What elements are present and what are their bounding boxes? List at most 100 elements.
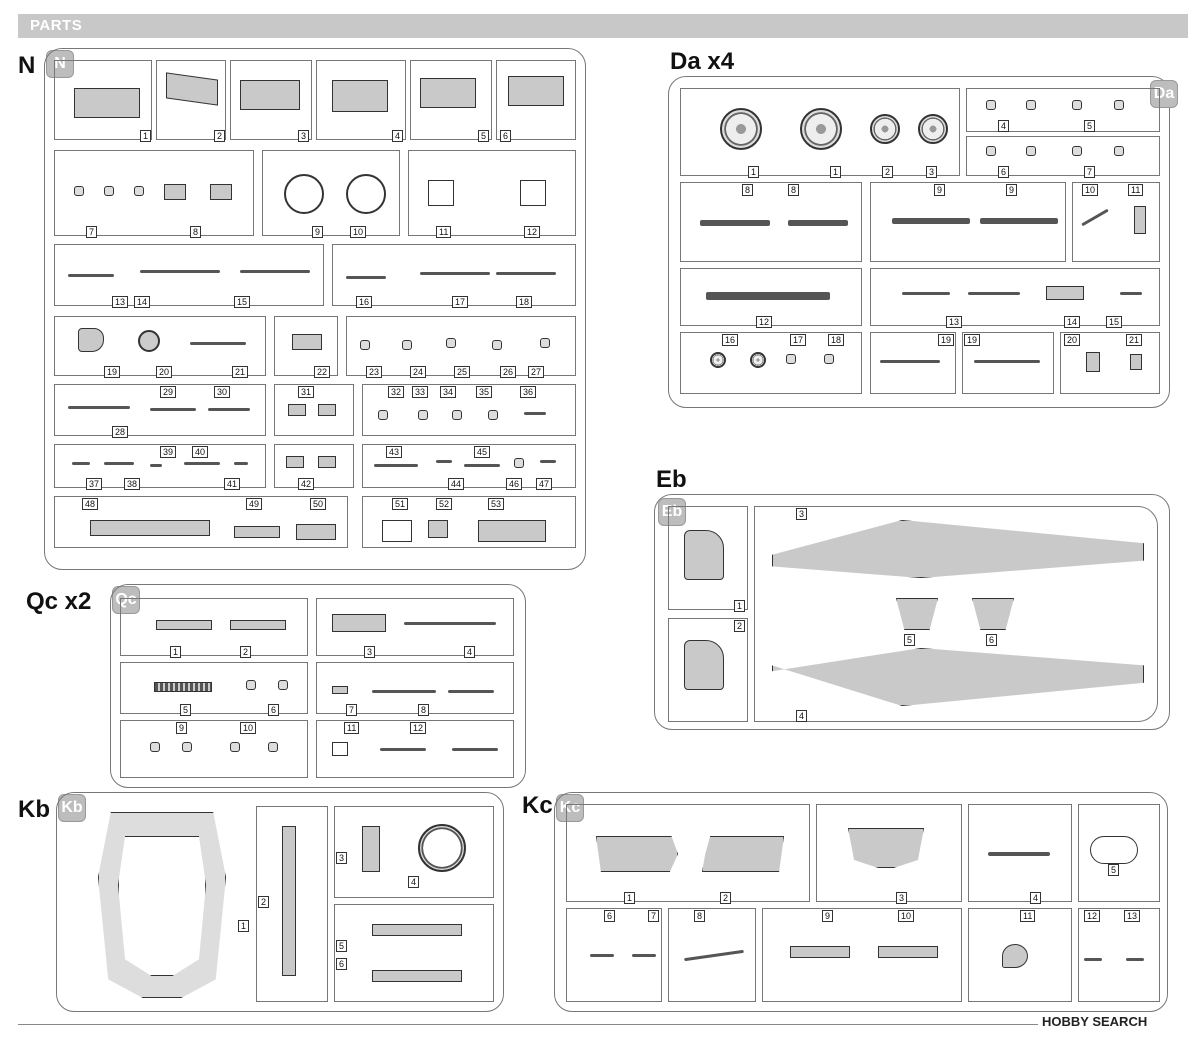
footer-divider xyxy=(18,1024,1038,1025)
sprue-kc-frame xyxy=(554,792,1168,1012)
sprue-n-part xyxy=(402,340,412,350)
sprue-n-cell xyxy=(230,60,312,140)
sprue-kc-cell xyxy=(968,804,1072,902)
part-number: 15 xyxy=(234,296,251,308)
part-number: 33 xyxy=(412,386,429,398)
part-number: 50 xyxy=(310,498,327,510)
part-number: 10 xyxy=(350,226,367,238)
part-number: 16 xyxy=(356,296,373,308)
part-number: 45 xyxy=(474,446,491,458)
part-number: 23 xyxy=(366,366,383,378)
part-number: 11 xyxy=(1128,184,1144,196)
sprue-n-part xyxy=(446,338,456,348)
sprue-n-part xyxy=(284,174,324,214)
sprue-da-part xyxy=(870,114,900,144)
sprue-kb-part xyxy=(372,924,462,936)
sprue-kc-cell xyxy=(762,908,962,1002)
part-number: 29 xyxy=(160,386,177,398)
sprue-qc-part xyxy=(278,680,288,690)
part-number: 2 xyxy=(240,646,252,658)
sprue-da-part xyxy=(1086,352,1100,372)
sprue-n-part xyxy=(104,186,114,196)
sprue-n-part xyxy=(150,464,162,467)
part-number: 4 xyxy=(796,710,808,722)
sprue-da-part xyxy=(720,108,762,150)
part-number: 20 xyxy=(156,366,173,378)
sprue-qc-cell xyxy=(316,662,514,714)
sprue-da-part xyxy=(1130,354,1142,370)
sprue-kc-part xyxy=(596,836,678,872)
sprue-da-part xyxy=(824,354,834,364)
sprue-qc-part xyxy=(150,742,160,752)
part-number: 38 xyxy=(124,478,141,490)
sprue-kc-cell xyxy=(968,908,1072,1002)
part-number: 39 xyxy=(160,446,177,458)
part-number: 35 xyxy=(476,386,493,398)
sprue-n-part xyxy=(90,520,210,536)
sprue-kb-part xyxy=(362,826,380,872)
part-number: 1 xyxy=(624,892,636,904)
part-number: 16 xyxy=(722,334,739,346)
sprue-qc-part xyxy=(448,690,494,693)
sprue-kc-part xyxy=(1126,958,1144,961)
sprue-qc-part xyxy=(332,742,348,756)
sprue-kc-part xyxy=(590,954,614,957)
sprue-eb-badge: Eb xyxy=(658,498,686,526)
sprue-qc-cell xyxy=(120,662,308,714)
sprue-da-part xyxy=(892,218,970,224)
sprue-n-cell xyxy=(54,60,152,140)
sprue-eb-cell xyxy=(668,506,748,610)
sprue-n-part xyxy=(210,184,232,200)
part-number: 48 xyxy=(82,498,99,510)
part-number: 1 xyxy=(170,646,182,658)
sprue-n-part xyxy=(72,462,90,465)
sprue-kc-cell xyxy=(1078,804,1160,902)
sprue-da-part xyxy=(750,352,766,368)
sprue-da-cell xyxy=(870,332,956,394)
sprue-da-part xyxy=(1120,292,1142,295)
sprue-n-part xyxy=(420,272,490,275)
sprue-eb-cell xyxy=(754,506,1158,722)
part-number: 11 xyxy=(344,722,360,734)
sprue-n-part xyxy=(150,408,196,411)
part-number: 8 xyxy=(694,910,706,922)
sprue-n-cell xyxy=(54,496,348,548)
part-number: 6 xyxy=(336,958,348,970)
sprue-n-part xyxy=(540,338,550,348)
sprue-n-part xyxy=(374,464,418,467)
part-number: 2 xyxy=(882,166,894,178)
part-number: 13 xyxy=(1124,910,1141,922)
part-number: 8 xyxy=(190,226,202,238)
sprue-n-part xyxy=(428,520,448,538)
page-title: PARTS xyxy=(30,17,83,34)
sprue-da-part xyxy=(902,292,950,295)
sprue-n-part xyxy=(378,410,388,420)
sprue-da-cell xyxy=(680,182,862,262)
part-number: 22 xyxy=(314,366,331,378)
part-number: 3 xyxy=(364,646,376,658)
sprue-da-part xyxy=(968,292,1020,295)
sprue-n-part xyxy=(78,328,104,352)
sprue-qc-part xyxy=(246,680,256,690)
part-number: 5 xyxy=(1108,864,1120,876)
part-number: 1 xyxy=(830,166,842,178)
sprue-n-cell xyxy=(362,384,576,436)
sprue-n-part xyxy=(296,524,336,540)
sprue-n-part xyxy=(332,80,388,112)
sprue-qc-part xyxy=(182,742,192,752)
sprue-n-cell xyxy=(362,444,576,488)
sprue-n-frame xyxy=(44,48,586,570)
part-number: 43 xyxy=(386,446,403,458)
parts-header-bar: PARTS xyxy=(18,14,1188,38)
part-number: 4 xyxy=(464,646,476,658)
sprue-n-part xyxy=(428,180,454,206)
part-number: 10 xyxy=(240,722,257,734)
sprue-n-part xyxy=(68,274,114,277)
sprue-da-badge: Da xyxy=(1150,80,1178,108)
part-number: 2 xyxy=(720,892,732,904)
sprue-n-part xyxy=(288,404,306,416)
part-number: 3 xyxy=(796,508,808,520)
sprue-kc-part xyxy=(702,836,784,872)
part-number: 40 xyxy=(192,446,209,458)
sprue-n-cell xyxy=(362,496,576,548)
